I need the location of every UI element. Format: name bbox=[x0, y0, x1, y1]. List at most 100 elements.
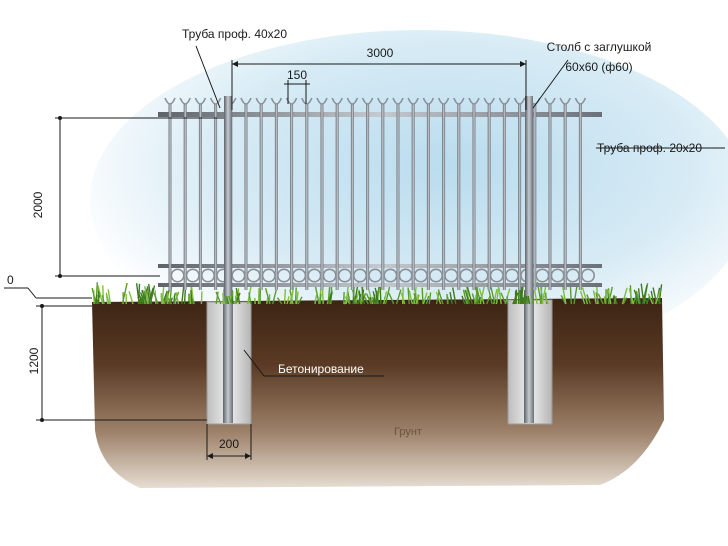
dimension-ticks bbox=[40, 61, 526, 459]
picket bbox=[244, 104, 248, 290]
post-label-line1: Столб с заглушкой bbox=[546, 40, 652, 54]
picket bbox=[502, 104, 506, 290]
burial-depth-label: 1200 bbox=[27, 347, 41, 375]
ring-ornament bbox=[550, 268, 565, 283]
picket-tip bbox=[361, 97, 374, 105]
ring-ornament bbox=[535, 268, 550, 283]
picket bbox=[381, 104, 385, 290]
picket-tip bbox=[316, 97, 328, 105]
ring-ornament bbox=[307, 268, 322, 283]
ring-ornament bbox=[231, 268, 246, 283]
ring-ornament bbox=[368, 268, 383, 283]
ring-ornament bbox=[201, 268, 216, 283]
picket-tip bbox=[407, 97, 419, 105]
picket-tip bbox=[209, 97, 222, 105]
picket-tip bbox=[270, 97, 283, 105]
ring-ornament bbox=[459, 268, 474, 283]
ring-ornament bbox=[292, 268, 307, 283]
picket bbox=[183, 104, 187, 290]
ring-ornament bbox=[276, 268, 291, 283]
post-right bbox=[525, 96, 533, 296]
soil-label: Грунт bbox=[394, 426, 422, 438]
picket-tip bbox=[422, 97, 435, 105]
picket bbox=[426, 104, 430, 290]
picket-spacing-label: 150 bbox=[286, 68, 308, 82]
picket bbox=[578, 104, 582, 290]
picket-tip bbox=[437, 97, 450, 105]
span-width-label: 3000 bbox=[366, 46, 394, 60]
picket-tip bbox=[559, 97, 571, 105]
soil-block bbox=[92, 298, 664, 488]
ring-ornament bbox=[413, 268, 428, 283]
picket bbox=[396, 104, 400, 290]
picket-tip bbox=[377, 97, 389, 105]
picket-tip bbox=[194, 97, 207, 105]
picket bbox=[457, 104, 461, 290]
bottom-rail-lower bbox=[158, 283, 602, 287]
picket-tip bbox=[544, 97, 556, 105]
picket-tip bbox=[331, 97, 343, 105]
ring-ornament bbox=[580, 268, 595, 283]
ring-ornament bbox=[383, 268, 398, 283]
ring-ornament bbox=[352, 268, 367, 283]
ring-ornament bbox=[474, 268, 489, 283]
picket bbox=[320, 104, 324, 290]
picket-tip bbox=[392, 97, 404, 105]
concreting-label: Бетонирование bbox=[278, 362, 364, 376]
picket-tip bbox=[240, 97, 252, 105]
picket-tip bbox=[574, 97, 587, 105]
ring-ornament bbox=[565, 268, 580, 283]
picket-tip bbox=[513, 97, 526, 105]
post-left-buried bbox=[223, 290, 233, 423]
picket-tip bbox=[301, 97, 313, 105]
picket-tip bbox=[285, 97, 298, 105]
ground-zero-label: 0 bbox=[7, 273, 14, 287]
picket-tip bbox=[346, 97, 359, 105]
dimension-lines bbox=[4, 45, 725, 460]
fence-height-label: 2000 bbox=[31, 191, 45, 219]
picket bbox=[290, 104, 294, 290]
picket bbox=[274, 104, 278, 290]
picket-pipe-label: Труба проф. 20x20 bbox=[597, 141, 703, 155]
picket-tip bbox=[453, 97, 465, 105]
picket-tip bbox=[255, 97, 267, 105]
post-left bbox=[224, 96, 232, 296]
picket-tip bbox=[498, 97, 511, 105]
picket-tip bbox=[164, 97, 176, 105]
ring-ornament bbox=[504, 268, 519, 283]
picket bbox=[168, 104, 172, 290]
bottom-rail-upper bbox=[158, 264, 602, 268]
picket bbox=[198, 104, 202, 290]
picket bbox=[472, 104, 476, 290]
top-rail bbox=[158, 112, 602, 117]
post-label-line2: 60x60 (ф60) bbox=[565, 60, 633, 74]
picket bbox=[533, 104, 537, 290]
footing-width-label: 200 bbox=[218, 437, 240, 451]
ring-ornament bbox=[444, 268, 459, 283]
picket bbox=[350, 104, 354, 290]
picket bbox=[411, 104, 415, 290]
picket bbox=[563, 104, 567, 290]
picket bbox=[214, 104, 218, 290]
picket bbox=[305, 104, 309, 290]
picket bbox=[366, 104, 370, 290]
ring-ornament bbox=[185, 268, 200, 283]
ring-ornament bbox=[489, 268, 504, 283]
picket-tip bbox=[483, 97, 495, 105]
post-right-buried bbox=[524, 290, 534, 423]
ring-ornament bbox=[322, 268, 337, 283]
ring-ornament bbox=[398, 268, 413, 283]
picket bbox=[548, 104, 552, 290]
picket bbox=[487, 104, 491, 290]
picket-tip bbox=[468, 97, 480, 105]
picket bbox=[442, 104, 446, 290]
fence-section bbox=[158, 96, 602, 296]
picket-tip bbox=[179, 97, 191, 105]
top-rail-pipe-label: Труба проф. 40x20 bbox=[182, 27, 288, 41]
picket bbox=[335, 104, 339, 290]
ring-ornament bbox=[170, 268, 185, 283]
ring-ornament bbox=[428, 268, 443, 283]
ring-ornament bbox=[261, 268, 276, 283]
picket bbox=[259, 104, 263, 290]
